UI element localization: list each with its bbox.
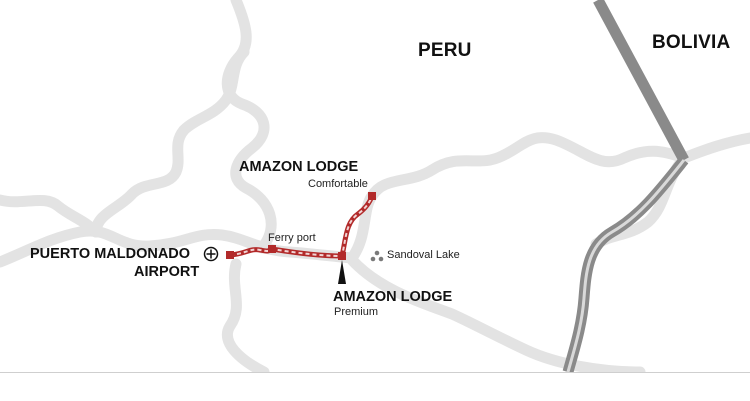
border-peru-bolivia (593, 0, 689, 163)
lodge-premium-sub: Premium (334, 306, 379, 318)
airport-label-line1: PUERTO MALDONADO (30, 246, 191, 262)
river-southeast (346, 254, 646, 378)
border-inner-line (566, 159, 686, 373)
legend-bar (0, 372, 750, 401)
airport-label-line2: AIRPORT (134, 264, 200, 280)
stop-lodge-premium (338, 252, 346, 260)
route-dashes (229, 195, 373, 258)
lodge-comfortable-sub: Comfortable (308, 178, 368, 190)
stop-lodge-comfortable (368, 192, 376, 200)
lake-label: Sandoval Lake (387, 249, 460, 261)
lodge-comfortable-title: AMAZON LODGE (239, 159, 359, 175)
airport-plus-icon (203, 246, 219, 262)
river-south (221, 258, 270, 378)
river-northwest-branch (90, 46, 250, 238)
river-west-branch (0, 194, 102, 238)
location-pin-icon (338, 260, 346, 284)
country-borders (562, 0, 689, 374)
country-label-peru: PERU (418, 40, 472, 61)
ferry-port-label: Ferry port (268, 232, 316, 244)
stop-ferry-port (268, 245, 276, 253)
river-north (221, 0, 277, 254)
lake-dots-icon (370, 250, 384, 262)
route (226, 192, 376, 260)
country-label-bolivia: BOLIVIA (652, 32, 731, 53)
lodge-premium-title: AMAZON LODGE (333, 289, 453, 305)
stop-airport (226, 251, 234, 259)
